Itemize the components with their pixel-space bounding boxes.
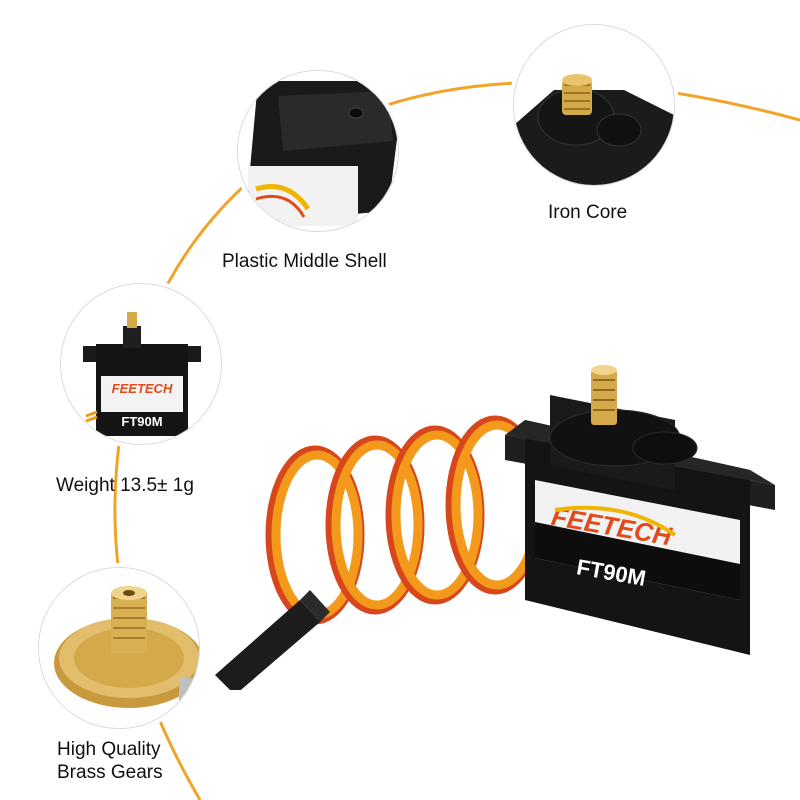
weight-callout-image: FEETECH FT90M bbox=[60, 283, 222, 445]
core-label: Iron Core bbox=[548, 202, 628, 223]
shell-label: Plastic Middle Shell bbox=[222, 251, 387, 272]
svg-text:FEETECH: FEETECH bbox=[112, 381, 173, 396]
weight-label: Weight 13.5± 1g bbox=[56, 475, 194, 496]
servo-product-image: FEETECH FT90M bbox=[215, 365, 775, 690]
svg-text:FT90M: FT90M bbox=[121, 414, 162, 429]
core-callout-image bbox=[513, 24, 675, 186]
gears-callout-image bbox=[38, 567, 200, 729]
gears-label-line2: Brass Gears bbox=[57, 762, 163, 784]
gears-label: High Quality Brass Gears bbox=[57, 738, 163, 784]
shell-callout-image bbox=[237, 70, 399, 232]
gears-label-line1: High Quality bbox=[57, 739, 161, 760]
